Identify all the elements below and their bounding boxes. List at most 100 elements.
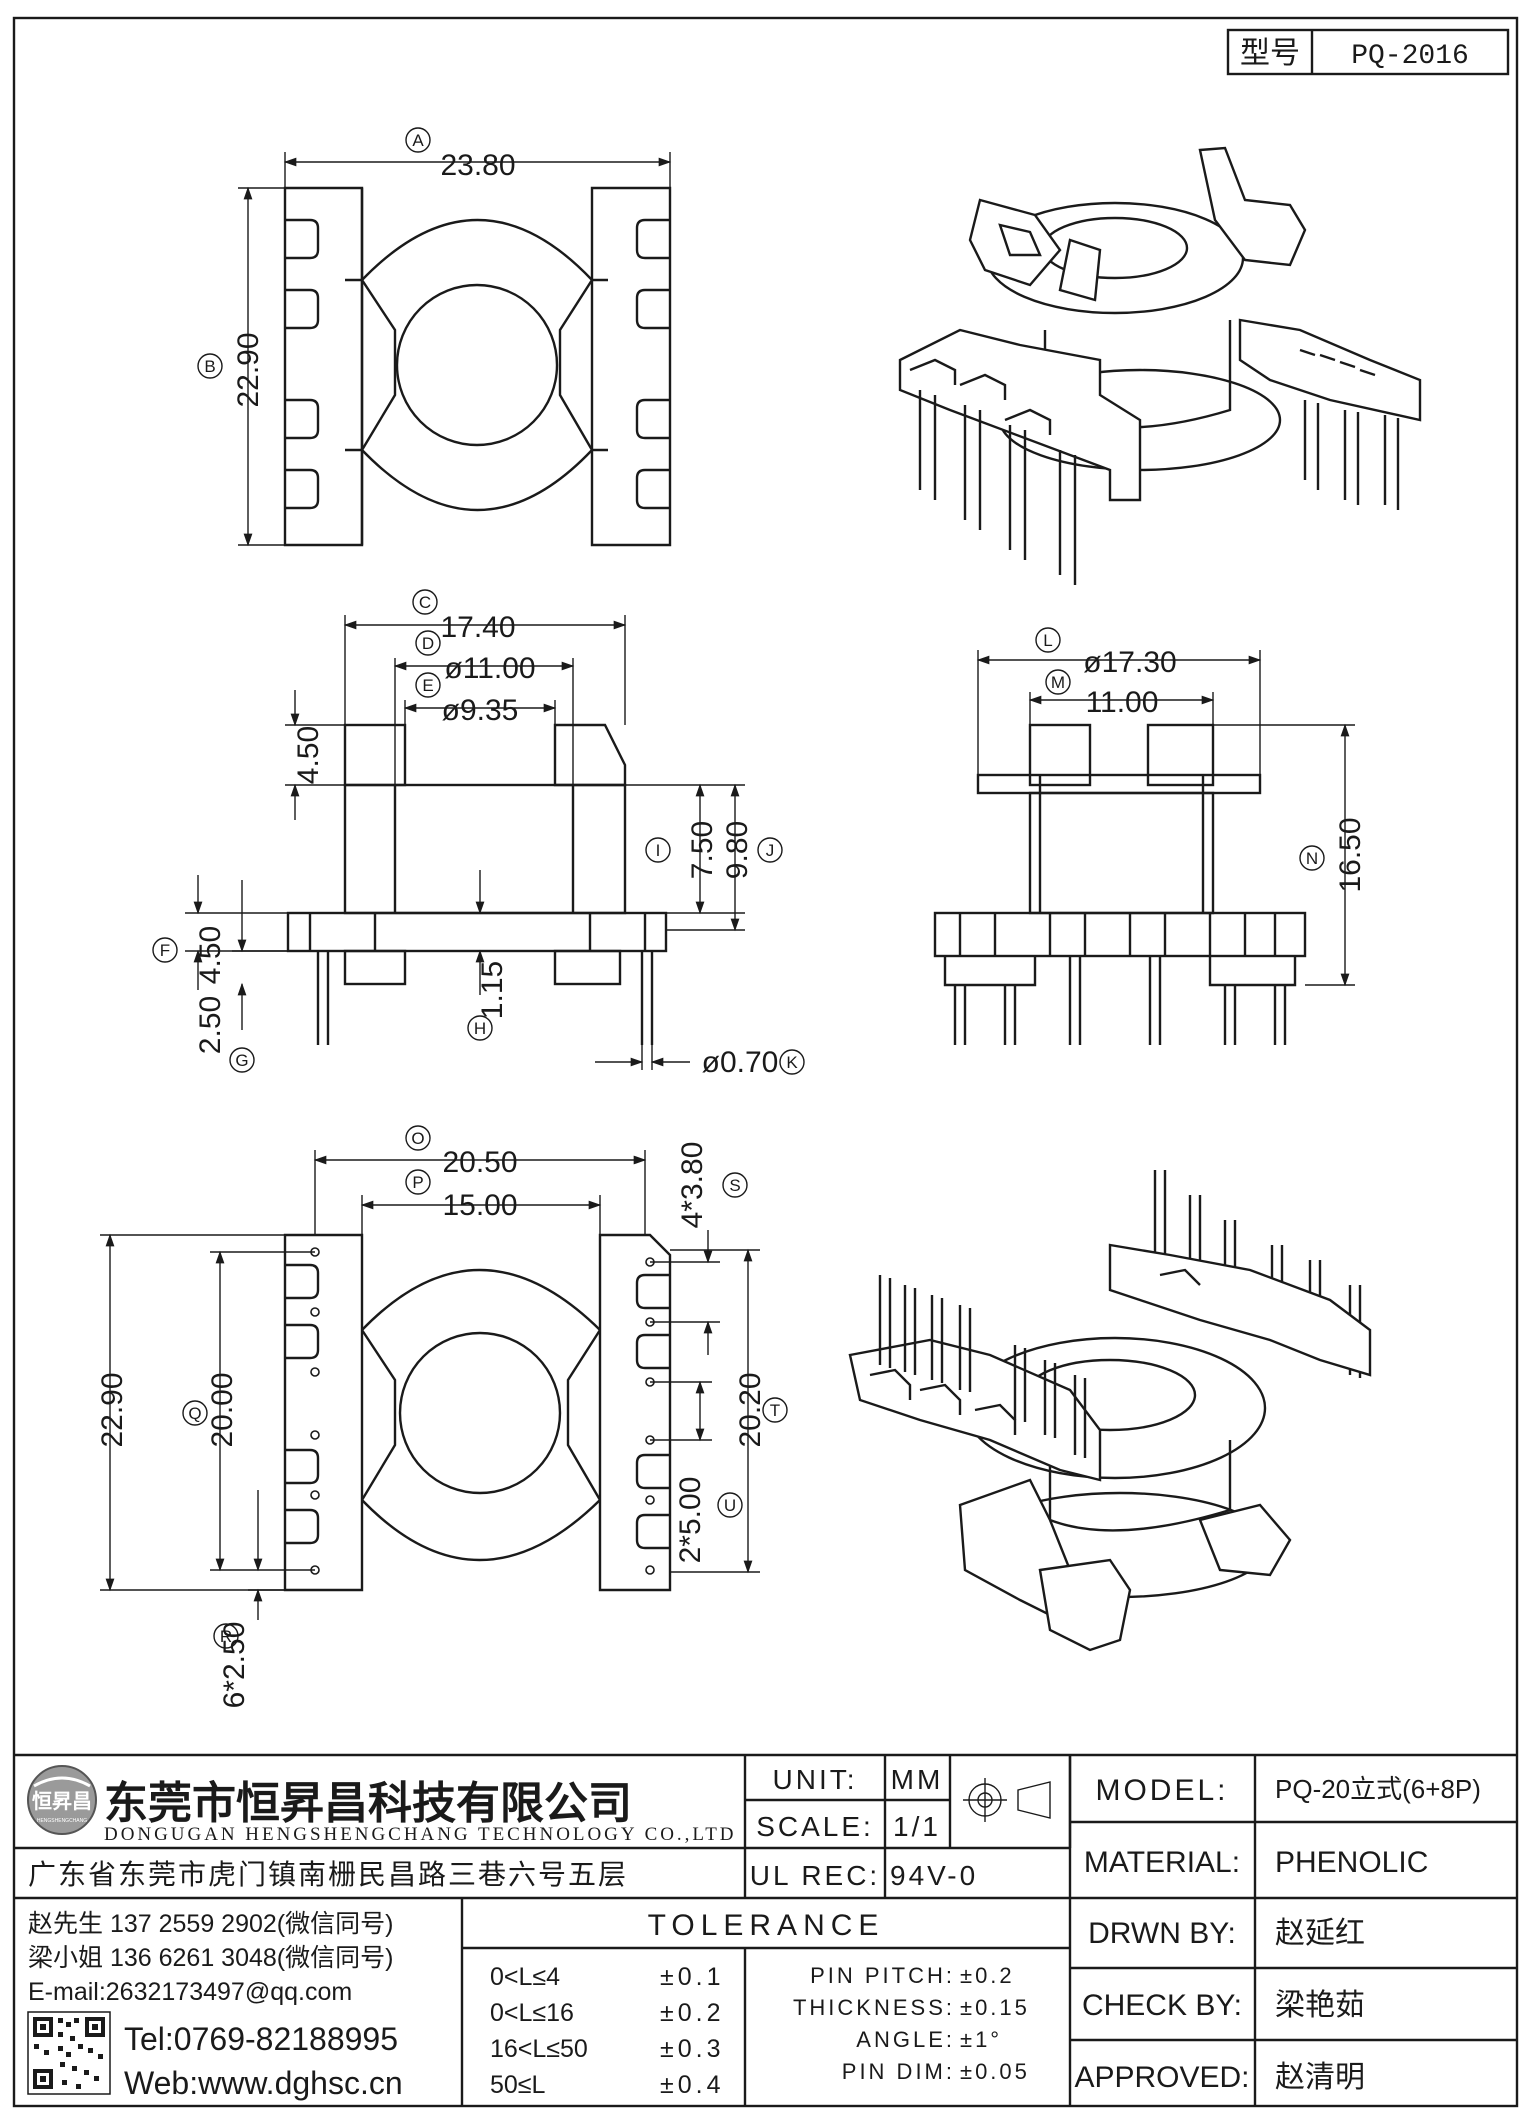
approved-label: APPROVED: (1074, 2061, 1249, 2094)
tol-value-3: ±0.4 (660, 2071, 724, 2099)
dim-a-value: 23.80 (440, 149, 515, 182)
dim-c-value: 17.40 (440, 611, 515, 644)
dim-e-letter: E (422, 676, 433, 695)
dim-h-letter: H (474, 1019, 486, 1038)
dim-m-letter: M (1051, 673, 1065, 692)
company-logo: 恒昇昌 HENGSHENGCHANG (27, 1765, 97, 1835)
tolerance-title: TOLERANCE (648, 1909, 885, 1942)
sheet-border (12, 16, 1519, 2108)
dim-l-value: ø17.30 (1083, 646, 1176, 679)
qr-code (27, 2011, 111, 2095)
approved-value: 赵清明 (1275, 2061, 1365, 2094)
dim-u-value: 2*5.00 (674, 1477, 707, 1564)
dim-q-value: 20.00 (206, 1372, 239, 1447)
dim-p-value: 15.00 (442, 1189, 517, 1222)
ulrec-value: 94V-0 (890, 1860, 978, 1891)
logo-mark-sub: HENGSHENGCHANG (37, 1818, 87, 1824)
dim-bottom-total: 22.90 (96, 1372, 129, 1447)
dim-f-letter: F (160, 941, 170, 960)
dim-g-value: 2.50 (194, 996, 227, 1054)
contact-web: Web:www.dghsc.cn (124, 2065, 403, 2101)
material-value: PHENOLIC (1275, 1846, 1428, 1879)
dim-g-letter: G (235, 1051, 248, 1070)
dim-o-letter: O (411, 1129, 424, 1148)
dim-i-letter: I (656, 841, 661, 860)
check-by-label: CHECK BY: (1082, 1989, 1242, 2022)
dim-s-value: 4*3.80 (676, 1142, 709, 1229)
model-header: 型号 PQ-2016 (1226, 28, 1510, 76)
dim-k-letter: K (786, 1053, 798, 1072)
dim-p-letter: P (412, 1173, 423, 1192)
dim-n-value: 16.50 (1334, 817, 1367, 892)
model-label: MODEL: (1095, 1774, 1228, 1807)
dim-i-value: 7.50 (686, 821, 719, 879)
dim-j-value: 9.80 (721, 821, 754, 879)
spec-tol-0: ±0.2 (960, 1963, 1015, 1988)
dim-d-value: ø11.00 (444, 652, 535, 685)
iso-view-bottom (848, 1170, 1372, 1652)
model-value: PQ-20立式(6+8P) (1275, 1774, 1481, 1804)
spec-label-2: ANGLE: (856, 2027, 955, 2052)
dim-e-value: ø9.35 (442, 694, 519, 727)
spec-tol-2: ±1° (960, 2027, 1002, 2052)
projection-symbol-icon (963, 1778, 1051, 1822)
contact-tel: Tel:0769-82188995 (124, 2021, 398, 2057)
dim-t-letter: T (770, 1401, 780, 1420)
dim-b-value: 22.90 (232, 332, 265, 407)
spec-label-0: PIN PITCH: (810, 1963, 955, 1988)
dim-a-letter: A (412, 131, 424, 150)
unit-label: UNIT: (773, 1764, 858, 1795)
tol-value-1: ±0.2 (660, 1999, 724, 2027)
unit-value: MM (891, 1764, 944, 1795)
dim-c-letter: C (419, 593, 431, 612)
dim-r-value: 6*2.50 (218, 1622, 251, 1709)
check-by-value: 梁艳茹 (1275, 1989, 1365, 2022)
scale-label: SCALE: (756, 1811, 874, 1842)
dim-s-letter: S (729, 1176, 740, 1195)
model-header-label: 型号 (1240, 37, 1300, 70)
scale-value: 1/1 (893, 1811, 941, 1842)
top-view: A 23.80 B 22.90 (197, 127, 672, 547)
dim-h-value: 1.15 (476, 961, 509, 1019)
tol-value-0: ±0.1 (660, 1963, 724, 1991)
company-name-cn: 东莞市恒昇昌科技有限公司 (104, 1779, 632, 1828)
ulrec-label: UL REC: (750, 1860, 880, 1891)
contact-1: 赵先生 137 2559 2902(微信同号) (28, 1910, 393, 1938)
contact-email: E-mail:2632173497@qq.com (28, 1978, 352, 2006)
dim-top-height: 4.50 (292, 726, 325, 784)
dim-t-value: 20.20 (734, 1372, 767, 1447)
tol-range-2: 16<L≤50 (490, 2035, 588, 2063)
dim-m-value: 11.00 (1086, 686, 1159, 719)
spec-tol-3: ±0.05 (960, 2059, 1030, 2084)
dim-q-letter: Q (188, 1404, 201, 1423)
drawn-by-value: 赵延红 (1275, 1917, 1365, 1950)
tol-range-1: 0<L≤16 (490, 1999, 574, 2027)
dim-u-letter: U (724, 1496, 736, 1515)
dim-n-letter: N (1306, 849, 1318, 868)
dim-d-letter: D (422, 634, 434, 653)
contact-2: 梁小姐 136 6261 3048(微信同号) (28, 1944, 393, 1972)
iso-view-top (898, 146, 1422, 585)
side-view: L ø17.30 M 11.00 N 16.50 (933, 627, 1367, 1045)
title-block: 恒昇昌 HENGSHENGCHANG 东莞市恒昇昌科技有限公司 DONGUGAN… (14, 1753, 1517, 2106)
dim-k-value: ø0.70 (702, 1046, 779, 1079)
company-address: 广东省东莞市虎门镇南栅民昌路三巷六号五层 (28, 1859, 628, 1890)
bottom-view: O 20.50 P 15.00 22.90 Q 20.00 R 6*2.50 4… (96, 1125, 788, 1709)
spec-label-3: PIN DIM: (842, 2059, 955, 2084)
dim-l-letter: L (1043, 631, 1052, 650)
material-label: MATERIAL: (1084, 1846, 1240, 1879)
dim-r-letter: R (220, 1627, 232, 1646)
dim-j-letter: J (766, 841, 775, 860)
tol-range-3: 50≤L (490, 2071, 546, 2099)
dim-o-value: 20.50 (442, 1146, 517, 1179)
model-header-value: PQ-2016 (1351, 41, 1469, 72)
dim-b-letter: B (204, 357, 215, 376)
tol-range-0: 0<L≤4 (490, 1963, 560, 1991)
tol-value-2: ±0.3 (660, 2035, 724, 2063)
drawn-by-label: DRWN BY: (1088, 1917, 1236, 1950)
spec-label-1: THICKNESS: (793, 1995, 955, 2020)
spec-tol-1: ±0.15 (960, 1995, 1030, 2020)
dim-f-value: 4.50 (194, 926, 227, 984)
front-view: C 17.40 D ø11.00 E ø9.35 4.50 I 7.50 J 9… (152, 589, 805, 1079)
